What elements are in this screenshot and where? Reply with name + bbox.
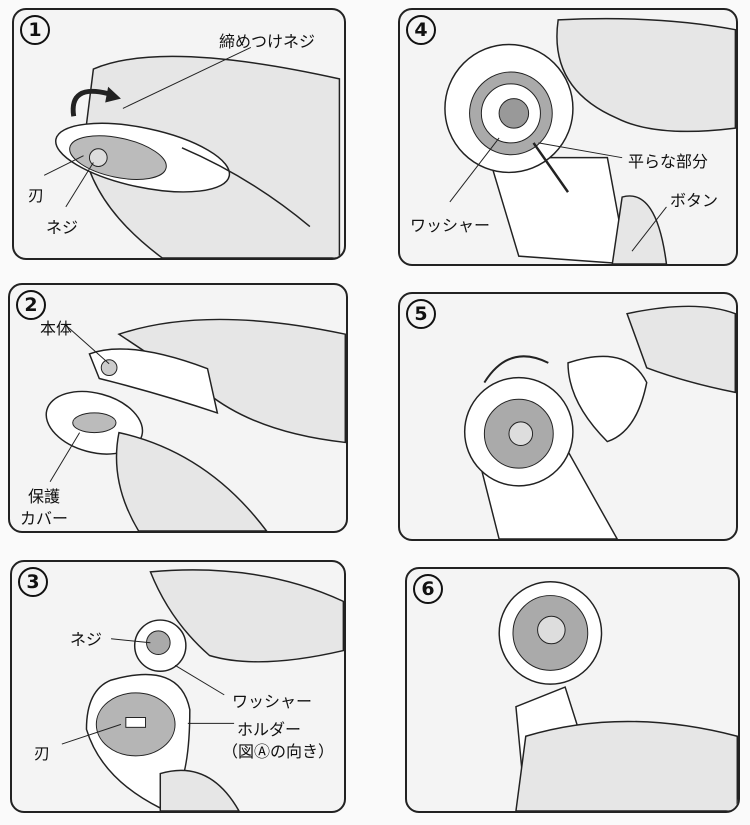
label-tightening-screw: 締めつけネジ — [219, 32, 316, 51]
label-body: 本体 — [40, 319, 73, 338]
step-3-illustration — [61, 569, 344, 811]
label-cover-line2: カバー — [20, 509, 69, 528]
step-1-illustration — [43, 46, 341, 258]
label-blade: 刃 — [28, 186, 45, 205]
step-5-illustration — [463, 305, 736, 539]
label-blade: 刃 — [34, 744, 51, 763]
step-5-panel: 5 — [398, 292, 738, 541]
step-number: 5 — [406, 299, 436, 329]
step-3-panel: 3 ネジ ワッシャー ホルダー （図Ⓐの向き） 刃 — [10, 560, 346, 813]
label-holder-note: （図Ⓐの向き） — [222, 742, 335, 761]
label-cover-line1: 保護 — [28, 487, 61, 506]
step-number: 1 — [20, 15, 50, 45]
step-number: 2 — [16, 290, 46, 320]
step-2-illustration — [45, 318, 346, 531]
step-2-panel: 2 本体 保護 カバー — [8, 283, 348, 533]
step-number: 3 — [18, 567, 48, 597]
label-button: ボタン — [670, 191, 719, 210]
step-6-illustration — [498, 581, 738, 811]
step-4-illustration — [444, 17, 736, 264]
step-6-panel: 6 — [405, 567, 740, 813]
step-number: 4 — [406, 15, 436, 45]
step-number: 6 — [413, 574, 443, 604]
label-screw: ネジ — [46, 218, 79, 237]
label-screw: ネジ — [70, 630, 103, 649]
step-4-panel: 4 平らな部分 ワッシャー ボタン — [398, 8, 738, 266]
label-washer: ワッシャー — [410, 216, 491, 235]
label-holder: ホルダー — [237, 720, 302, 739]
label-flat-part: 平らな部分 — [628, 152, 709, 171]
label-washer: ワッシャー — [232, 692, 313, 711]
step-1-panel: 1 締めつけネジ 刃 ネジ — [12, 8, 346, 260]
